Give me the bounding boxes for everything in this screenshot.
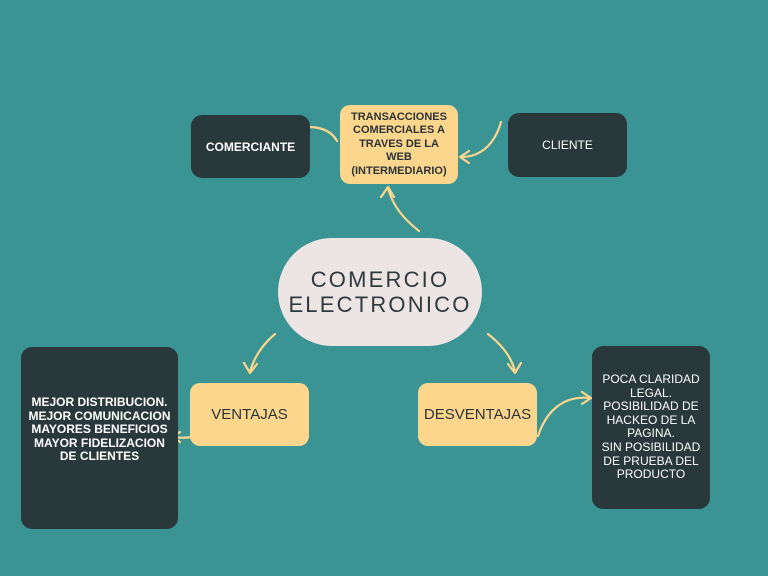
ventajas-list-node[interactable]: MEJOR DISTRIBUCION. MEJOR COMUNICACION M… (21, 347, 178, 529)
transacciones-node[interactable]: TRANSACCIONES COMERCIALES A TRAVES DE LA… (340, 105, 458, 184)
connector-central-to-transacciones (386, 186, 421, 233)
cliente-label: CLIENTE (542, 138, 593, 152)
connector-central-to-desventajas (486, 332, 517, 374)
ventajas-label: VENTAJAS (211, 406, 288, 423)
transacciones-label: TRANSACCIONES COMERCIALES A TRAVES DE LA… (351, 110, 447, 177)
desventajas-label: DESVENTAJAS (423, 406, 532, 423)
comerciante-label: COMERCIANTE (205, 139, 296, 154)
cliente-node[interactable]: CLIENTE (508, 113, 627, 177)
connector-central-to-ventajas (248, 332, 277, 374)
connector-desventajas-to-list (536, 396, 592, 438)
desventajas-list-text: POCA CLARIDAD LEGAL. POSIBILIDAD DE HACK… (601, 372, 701, 482)
arrowhead-transacciones (379, 185, 396, 199)
desventajas-list-node[interactable]: POCA CLARIDAD LEGAL. POSIBILIDAD DE HACK… (592, 346, 710, 509)
arrowhead-desventajas-list (580, 390, 593, 406)
central-topic-label: COMERCIO ELECTRONICO (288, 267, 472, 317)
ventajas-list-text: MEJOR DISTRIBUCION. MEJOR COMUNICACION M… (28, 395, 171, 464)
comerciante-node[interactable]: COMERCIANTE (191, 115, 310, 178)
arrowhead-desventajas (506, 361, 523, 375)
arrowhead-transacciones-right (458, 149, 471, 165)
connector-cliente-to-transacciones (459, 120, 503, 159)
arrowhead-ventajas (242, 361, 259, 375)
desventajas-node[interactable]: DESVENTAJAS (418, 383, 537, 446)
central-topic-node[interactable]: COMERCIO ELECTRONICO (278, 238, 482, 346)
ventajas-node[interactable]: VENTAJAS (190, 383, 309, 446)
